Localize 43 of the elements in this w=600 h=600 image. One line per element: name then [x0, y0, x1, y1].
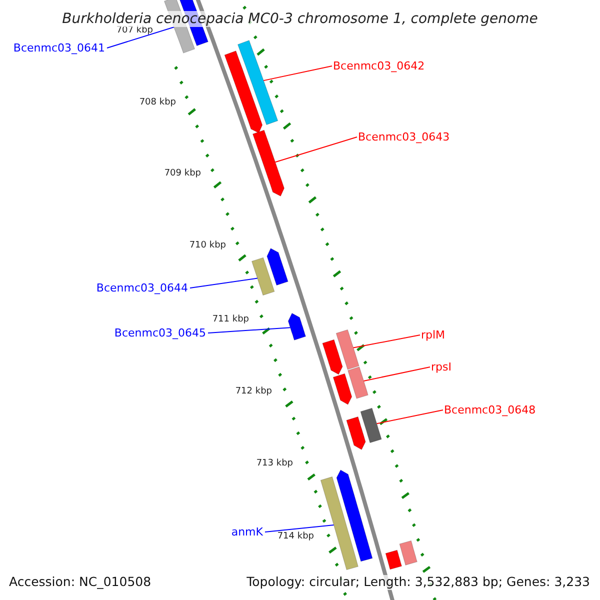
gene-feature: [320, 476, 358, 570]
gene-label: Bcenmc03_0648: [444, 404, 536, 416]
gene-feature: [251, 257, 275, 296]
scale-label: 712 kbp: [235, 388, 272, 396]
leader-line: [363, 366, 430, 382]
gene-label: Bcenmc03_0642: [333, 60, 425, 72]
gene-feature: [332, 373, 352, 405]
gene-feature: [336, 329, 360, 370]
gene-label: Bcenmc03_0641: [13, 42, 105, 54]
accession-text: Accession: NC_010508: [9, 575, 152, 590]
leader-line: [208, 327, 291, 334]
gene-label: Bcenmc03_0645: [114, 328, 206, 338]
scale-label: 710 kbp: [189, 242, 226, 250]
leader-line: [376, 410, 444, 424]
genome-summary-text: Topology: circular; Length: 3,532,883 bp; Genes: 3,233: [246, 575, 590, 590]
gene-feature: [360, 408, 382, 444]
gene-feature: [266, 248, 288, 286]
scale-label: 714 kbp: [277, 532, 314, 542]
gene-feature: [322, 339, 343, 375]
scale-label: 709 kbp: [164, 170, 201, 178]
gene-label: Bcenmc03_0644: [96, 282, 188, 294]
scale-label: 708 kbp: [139, 98, 176, 108]
scale-label: 707 kbp: [116, 26, 153, 36]
leader-line: [274, 136, 358, 163]
gene-feature: [224, 50, 263, 134]
scale-label: 713 kbp: [256, 460, 293, 468]
gene-feature: [399, 540, 418, 566]
gene-feature: [252, 130, 285, 197]
gene-feature: [346, 416, 366, 450]
gene-feature: [288, 312, 306, 340]
leader-line: [190, 278, 258, 288]
gene-feature: [348, 366, 368, 399]
gene-feature: [336, 470, 373, 562]
gene-feature: [385, 550, 402, 570]
leader-line: [106, 26, 174, 48]
gene-label: rplM: [421, 330, 446, 340]
gene-feature: [237, 40, 278, 126]
scale-label: 711 kbp: [212, 316, 249, 324]
leader-line: [264, 524, 334, 532]
gene-label: anmK: [231, 526, 263, 538]
leader-line: [352, 334, 420, 348]
gene-label: rpsI: [431, 362, 452, 372]
gene-label: Bcenmc03_0643: [358, 132, 450, 142]
